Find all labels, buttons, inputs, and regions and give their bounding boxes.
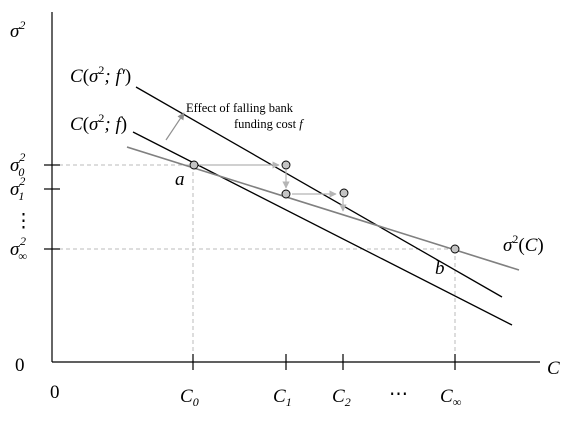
guide-lines [52, 164, 456, 362]
ytick-label-sigma1: σ12 [10, 174, 25, 203]
origin-x-label: 0 [50, 382, 60, 403]
xtick-label-c0: C0 [180, 386, 199, 409]
xtick-label-cdots: ⋯ [389, 384, 408, 405]
axes [51, 12, 540, 363]
ytick-label-sigma0: σ02 [10, 150, 25, 179]
ytick-label-sigma-inf: σ∞2 [10, 234, 27, 263]
x-axis-label: C [547, 358, 560, 379]
point-label-b: b [435, 258, 445, 279]
y-axis-label: σ2 [10, 18, 25, 42]
annotation-line2: funding cost f [234, 117, 304, 131]
curve-c-f-prime [135, 86, 503, 298]
origin-y-label: 0 [15, 355, 25, 376]
point-c2 [339, 188, 349, 198]
point-b [450, 244, 460, 254]
point-a [189, 160, 199, 170]
point-c1-low [281, 189, 291, 199]
annotation-line1: Effect of falling bank [186, 101, 294, 115]
xtick-label-c1: C1 [273, 386, 292, 409]
tick-marks [44, 164, 456, 370]
points [189, 160, 460, 254]
xtick-label-c-inf: C∞ [440, 386, 462, 409]
curve-c-f [132, 131, 513, 326]
label-sigma-c: σ2(C) [503, 232, 544, 256]
ytick-label-vdots: ⋮ [14, 211, 33, 232]
shift-arrow [165, 112, 185, 141]
point-label-a: a [175, 169, 185, 190]
curve-sigma-c [126, 146, 520, 271]
label-c-f: C(σ2; f) [70, 111, 127, 135]
point-c1-top [281, 160, 291, 170]
step-arrows [199, 161, 347, 212]
label-c-f-prime: C(σ2; f′) [70, 63, 131, 87]
xtick-label-c2: C2 [332, 386, 351, 409]
